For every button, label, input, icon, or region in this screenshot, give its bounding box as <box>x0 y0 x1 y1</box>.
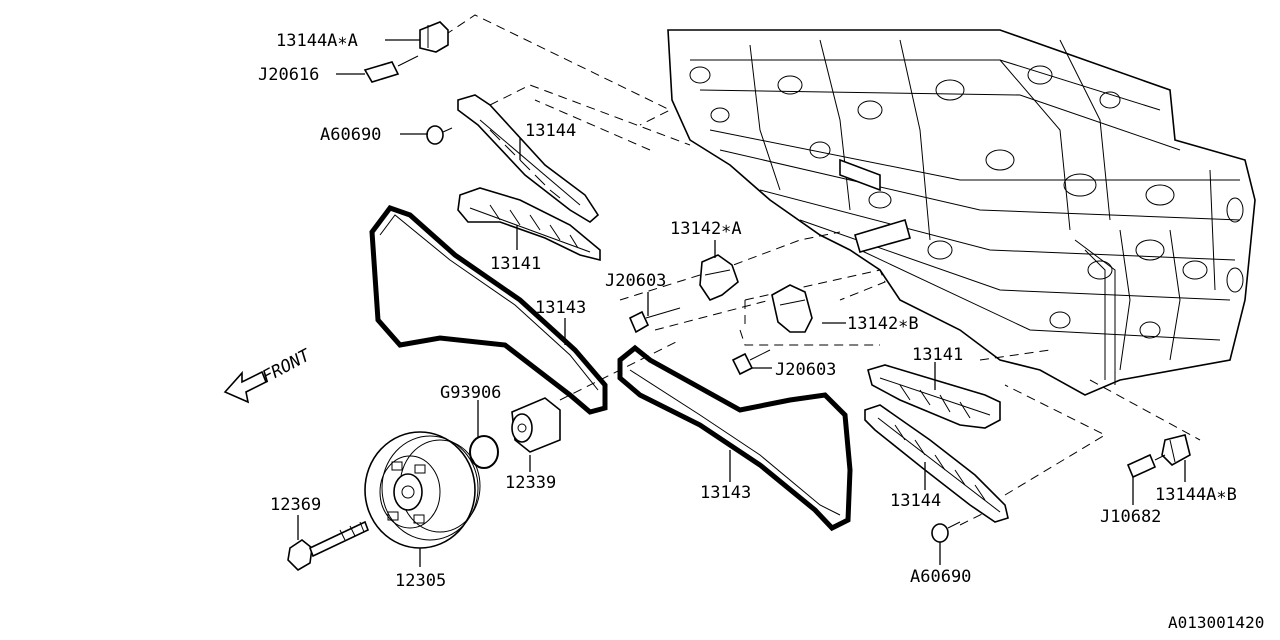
screw-j20616 <box>363 55 419 83</box>
tensioner-13142-a <box>699 254 739 301</box>
timing-chain-13143-left <box>369 205 608 415</box>
timing-chain-13143-right <box>617 344 853 532</box>
chain-guide-13144-lower <box>864 404 1009 523</box>
idler-12339 <box>511 397 561 453</box>
sensor-13144a-b <box>1161 434 1191 466</box>
label-13144a-b: 13144A∗B <box>1155 485 1237 505</box>
label-13144a-a: 13144A∗A <box>276 31 358 51</box>
label-j10682: J10682 <box>1100 507 1161 527</box>
label-13142-b: 13142∗B <box>847 314 919 334</box>
diagram-code: A013001420 <box>1168 613 1264 632</box>
label-a60690-upper: A60690 <box>320 125 381 145</box>
bolt-j20603-b <box>731 349 771 376</box>
crank-bolt-12369 <box>287 520 370 572</box>
label-13142-a: 13142∗A <box>670 219 742 239</box>
tensioner-13142-b <box>771 284 813 333</box>
bolt-j20603-a <box>628 307 681 334</box>
label-12369: 12369 <box>270 495 321 515</box>
label-j20603-b: J20603 <box>775 360 836 380</box>
label-13143-left: 13143 <box>535 298 586 318</box>
label-13144-upper: 13144 <box>525 121 576 141</box>
front-label: FRONT <box>259 345 315 388</box>
front-arrow-icon <box>223 370 268 404</box>
label-13141-left: 13141 <box>490 254 541 274</box>
label-j20616: J20616 <box>258 65 319 85</box>
pin-a60690-upper <box>426 125 453 145</box>
label-j20603-a: J20603 <box>605 271 666 291</box>
crank-pulley-12305 <box>364 431 481 549</box>
label-13144-lower: 13144 <box>890 491 941 511</box>
screw-j10682 <box>1126 453 1166 479</box>
chain-guide-13144-upper <box>457 94 600 223</box>
label-13143-right: 13143 <box>700 483 751 503</box>
label-a60690-lower: A60690 <box>910 567 971 587</box>
chain-guide-13141-right <box>867 364 1001 429</box>
leader-dashes <box>444 14 1201 526</box>
sensor-13144a-a <box>419 21 449 53</box>
label-12339: 12339 <box>505 473 556 493</box>
label-13141-right: 13141 <box>912 345 963 365</box>
label-leaders <box>297 39 1186 567</box>
chain-guide-13141-left <box>457 187 601 262</box>
label-g93906: G93906 <box>440 383 501 403</box>
pin-a60690-lower <box>931 521 961 543</box>
label-12305: 12305 <box>395 571 446 591</box>
oring-g93906 <box>469 435 499 469</box>
engine-block <box>667 29 1256 396</box>
